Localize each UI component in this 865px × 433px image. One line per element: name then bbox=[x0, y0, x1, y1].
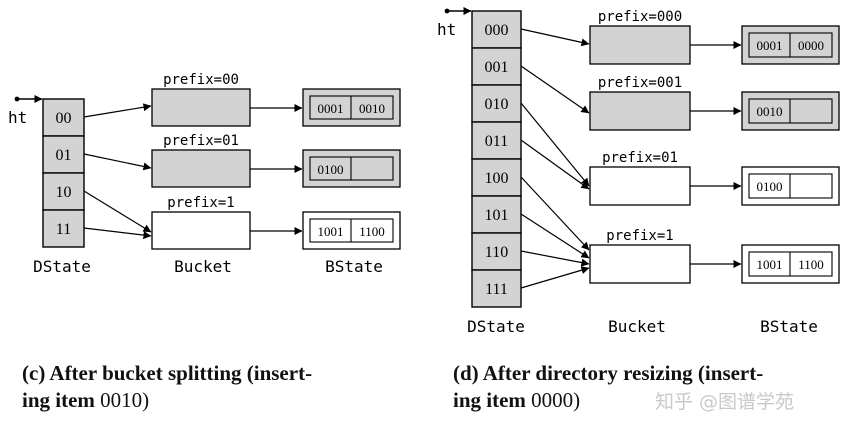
left-dir-label: 01 bbox=[56, 147, 72, 164]
left-ht-label: ht bbox=[8, 108, 27, 127]
right-dir-label: 000 bbox=[485, 22, 509, 39]
right-bstate: 0010 bbox=[741, 91, 840, 131]
right-dir-arrow bbox=[520, 102, 590, 187]
right-dir-arrow bbox=[520, 65, 590, 114]
left-caption-value: 0010) bbox=[100, 388, 150, 412]
left-bucket bbox=[151, 211, 251, 250]
right-dir-label: 100 bbox=[485, 170, 509, 187]
left-bucket-prefix: prefix=1 bbox=[167, 195, 234, 211]
left-bstate-label: BState bbox=[325, 257, 383, 276]
right-bstate-slot: 0001 bbox=[757, 38, 783, 53]
left-bstate: 1001 1100 bbox=[302, 211, 401, 250]
right-dir-arrow bbox=[520, 250, 590, 267]
left-bucket-label: Bucket bbox=[174, 257, 232, 276]
left-dir-label: 10 bbox=[56, 184, 72, 201]
right-bstate-slot: 0100 bbox=[757, 179, 783, 194]
left-bstate-slot: 0100 bbox=[318, 162, 344, 177]
left-caption: (c) After bucket splitting (insert- ing … bbox=[22, 360, 312, 414]
right-dir-label: 011 bbox=[485, 133, 508, 150]
right-bucket bbox=[589, 166, 691, 206]
right-caption: (d) After directory resizing (insert- in… bbox=[453, 360, 763, 414]
left-dir-cell-11 bbox=[42, 209, 85, 248]
left-bstate-slot: 0010 bbox=[359, 101, 385, 116]
left-bucket bbox=[151, 149, 251, 188]
right-panel: ht 000 001 010 011 100 101 110 111 bbox=[437, 7, 840, 336]
right-ht-label: ht bbox=[437, 20, 456, 39]
left-dir-cell-00 bbox=[42, 98, 85, 137]
right-bucket bbox=[589, 25, 691, 65]
right-bucket-label: Bucket bbox=[608, 317, 666, 336]
right-bucket-prefix: prefix=01 bbox=[602, 150, 678, 166]
left-directory: 00 01 10 11 bbox=[42, 98, 85, 248]
right-dir-cell bbox=[471, 121, 522, 160]
right-bucket-prefix: prefix=000 bbox=[598, 9, 682, 25]
left-dstate-label: DState bbox=[33, 257, 91, 276]
right-dstate-label: DState bbox=[467, 317, 525, 336]
left-caption-line2: ing item bbox=[22, 388, 95, 412]
right-dir-arrow bbox=[520, 28, 590, 47]
right-bucket bbox=[589, 91, 691, 131]
right-dir-arrow bbox=[520, 213, 590, 259]
right-dir-cell bbox=[471, 232, 522, 271]
right-bstate-slot: 0000 bbox=[798, 38, 824, 53]
right-bstate: 0001 0000 bbox=[741, 25, 840, 65]
right-dir-label: 110 bbox=[485, 244, 508, 261]
left-dir-arrow bbox=[83, 190, 152, 233]
watermark: 知乎 @图谱学苑 bbox=[655, 391, 795, 413]
right-bstate-label: BState bbox=[760, 317, 818, 336]
left-caption-line1: (c) After bucket splitting (insert- bbox=[22, 361, 313, 385]
left-bstate: 0100 bbox=[302, 149, 401, 188]
left-bucket-prefix: prefix=01 bbox=[163, 133, 239, 149]
right-dir-cell bbox=[471, 195, 522, 234]
right-caption-line2: ing item bbox=[453, 388, 526, 412]
left-bstate: 0001 0010 bbox=[302, 88, 401, 127]
right-dir-label: 101 bbox=[485, 207, 509, 224]
right-bstate: 1001 1100 bbox=[741, 244, 840, 284]
left-panel: ht 00 01 10 11 prefix=00 prefix=01 prefi… bbox=[8, 72, 401, 276]
left-dir-cell-10 bbox=[42, 172, 85, 211]
left-dir-label: 00 bbox=[56, 110, 72, 127]
right-bucket-prefix: prefix=001 bbox=[598, 75, 682, 91]
right-dir-label: 111 bbox=[485, 281, 508, 298]
right-bstate-slot: 0010 bbox=[757, 104, 783, 119]
left-bucket bbox=[151, 88, 251, 127]
right-bucket bbox=[589, 244, 691, 284]
left-bstate-slot: 1100 bbox=[359, 224, 385, 239]
left-dir-arrow bbox=[83, 103, 152, 118]
right-dir-arrow bbox=[520, 176, 590, 251]
left-dir-arrow bbox=[83, 153, 152, 171]
right-dir-arrow bbox=[520, 266, 590, 289]
right-dir-arrow bbox=[520, 139, 590, 190]
right-directory: 000 001 010 011 100 101 110 111 bbox=[471, 10, 522, 308]
right-dir-label: 010 bbox=[485, 96, 509, 113]
right-bstate: 0100 bbox=[741, 166, 840, 206]
left-bstate-slot: 0001 bbox=[318, 101, 344, 116]
right-caption-line1: (d) After directory resizing (insert- bbox=[453, 361, 764, 385]
right-dir-label: 001 bbox=[485, 59, 509, 76]
right-caption-value: 0000) bbox=[531, 388, 581, 412]
right-dir-cell bbox=[471, 269, 522, 308]
right-bucket-prefix: prefix=1 bbox=[606, 228, 673, 244]
left-bstate-slot: 1001 bbox=[318, 224, 344, 239]
right-bstate-slot: 1100 bbox=[798, 257, 824, 272]
left-bucket-prefix: prefix=00 bbox=[163, 72, 239, 88]
right-bstate-slot: 1001 bbox=[757, 257, 783, 272]
left-dir-label: 11 bbox=[56, 221, 71, 238]
left-dir-arrow bbox=[83, 227, 152, 240]
